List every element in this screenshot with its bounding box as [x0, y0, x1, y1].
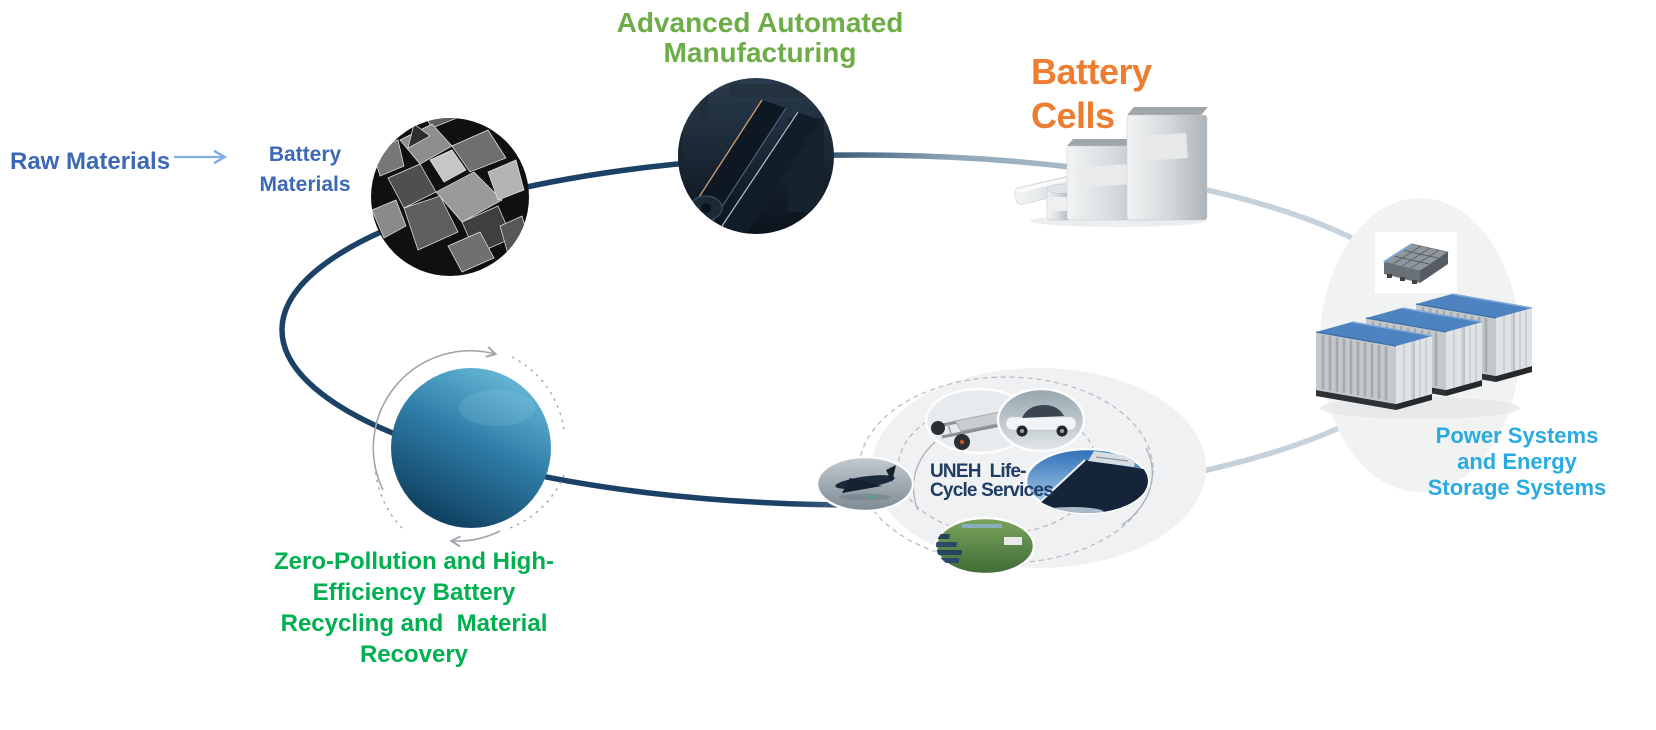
aircraft-photo: [815, 455, 915, 513]
label-line: Zero-Pollution and High-: [274, 548, 554, 575]
manufacturing-photo: [678, 78, 834, 234]
label-line: Raw Materials: [10, 148, 171, 175]
label-battery-materials: Battery Materials: [244, 140, 366, 200]
uneh-arc-left: [912, 441, 936, 511]
ship-photo: [1024, 447, 1150, 515]
label-line: Storage Systems: [1427, 475, 1607, 500]
recycle-arc-bottomright-dashed: [509, 474, 565, 529]
label-advanced-automated-manufacturing: Advanced Automated Manufacturing: [580, 8, 940, 68]
label-line: Power Systems: [1435, 423, 1599, 448]
recycling-sphere: [391, 368, 551, 528]
battery-materials-photo: [371, 118, 529, 276]
energy-storage-group: [1314, 198, 1534, 492]
storage-containers-photo: [1314, 292, 1534, 419]
solar-plant-photo: [934, 516, 1036, 576]
label-line: Recycling and Material: [280, 610, 548, 637]
label-line: and Energy: [1457, 449, 1577, 474]
label-line: Recovery: [359, 641, 469, 668]
label-raw-materials: Raw Materials: [10, 148, 180, 176]
label-line: Materials: [259, 173, 351, 196]
recycle-arc-right-dashed: [511, 356, 565, 431]
uneh-services-group: [815, 368, 1206, 576]
label-line: Efficiency Battery: [312, 579, 516, 606]
label-line: Manufacturing: [663, 37, 857, 68]
battery-pack-photo: [1375, 232, 1457, 293]
car-photo: [996, 387, 1086, 453]
label-line: Cycle Services: [930, 480, 1054, 501]
label-battery-cells: Battery Cells: [1031, 50, 1152, 138]
label-battery-recycling: Zero-Pollution and High- Efficiency Batt…: [246, 546, 582, 670]
label-line: Battery: [268, 143, 342, 166]
label-line: UNEH Life-: [930, 461, 1027, 482]
recycling-sphere-group: [372, 346, 565, 548]
label-line: Cells: [1031, 95, 1115, 136]
label-line: Advanced Automated: [616, 7, 904, 38]
recycle-arrow-bottom: [449, 530, 501, 548]
label-power-energy-storage-systems: Power Systems and Energy Storage Systems: [1392, 423, 1642, 501]
recycle-arrow-top: [372, 346, 498, 491]
label-line: Battery: [1031, 51, 1152, 92]
label-uneh-life-cycle-services: UNEH Life- Cycle Services: [930, 461, 1054, 501]
battery-cells-photo: [1014, 107, 1208, 227]
uneh-arc-right: [1121, 447, 1153, 526]
